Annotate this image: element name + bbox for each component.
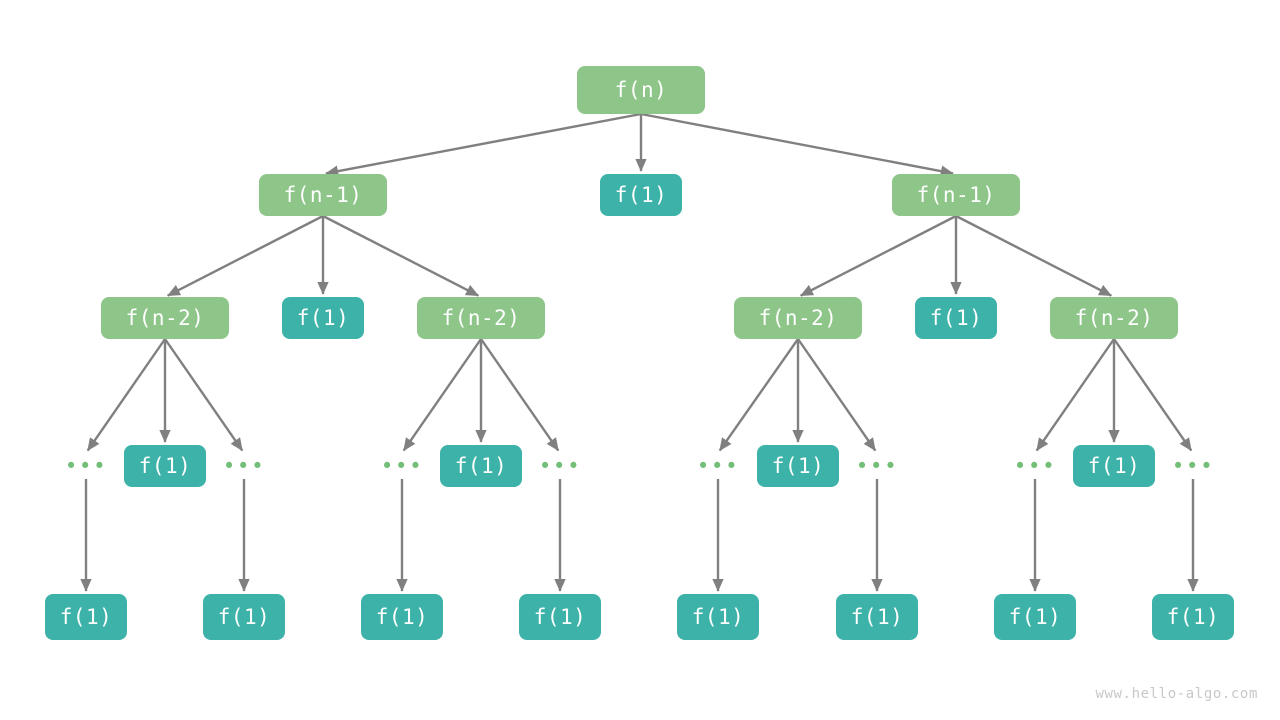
base-case-node: f(1) xyxy=(757,445,839,487)
base-case-node: f(1) xyxy=(45,594,127,640)
call-edge xyxy=(955,214,1112,297)
call-edge xyxy=(402,338,482,452)
recursive-call-node: f(n) xyxy=(577,66,705,114)
call-edge xyxy=(325,112,642,177)
base-case-node: f(1) xyxy=(440,445,522,487)
base-case-node: f(1) xyxy=(1152,594,1234,640)
recursive-call-node: f(n-2) xyxy=(734,297,862,339)
call-edge xyxy=(800,214,957,297)
ellipsis-marker: ••• xyxy=(855,453,899,478)
call-edge xyxy=(640,112,954,177)
base-case-node: f(1) xyxy=(677,594,759,640)
call-edge xyxy=(167,214,324,297)
base-case-node: f(1) xyxy=(124,445,206,487)
recursive-call-node: f(n-1) xyxy=(892,174,1020,216)
ellipsis-marker: ••• xyxy=(222,453,266,478)
ellipsis-marker: ••• xyxy=(1171,453,1215,478)
base-case-node: f(1) xyxy=(600,174,682,216)
call-edge xyxy=(718,338,799,452)
call-edge xyxy=(480,338,560,452)
base-case-node: f(1) xyxy=(836,594,918,640)
base-case-node: f(1) xyxy=(1073,445,1155,487)
ellipsis-marker: ••• xyxy=(696,453,740,478)
recursive-call-node: f(n-2) xyxy=(1050,297,1178,339)
ellipsis-marker: ••• xyxy=(380,453,424,478)
call-edge xyxy=(1113,338,1193,452)
ellipsis-marker: ••• xyxy=(64,453,108,478)
base-case-node: f(1) xyxy=(994,594,1076,640)
base-case-node: f(1) xyxy=(282,297,364,339)
base-case-node: f(1) xyxy=(203,594,285,640)
recursive-call-node: f(n-2) xyxy=(101,297,229,339)
ellipsis-marker: ••• xyxy=(1013,453,1057,478)
ellipsis-marker: ••• xyxy=(538,453,582,478)
call-edge xyxy=(164,338,244,452)
watermark: www.hello-algo.com xyxy=(1095,686,1258,702)
base-case-node: f(1) xyxy=(361,594,443,640)
base-case-node: f(1) xyxy=(915,297,997,339)
call-edge xyxy=(86,338,166,452)
call-edge xyxy=(1035,338,1115,452)
call-edge xyxy=(322,214,479,297)
recursive-call-node: f(n-2) xyxy=(417,297,545,339)
base-case-node: f(1) xyxy=(519,594,601,640)
call-edge xyxy=(797,338,877,452)
recursive-call-node: f(n-1) xyxy=(259,174,387,216)
